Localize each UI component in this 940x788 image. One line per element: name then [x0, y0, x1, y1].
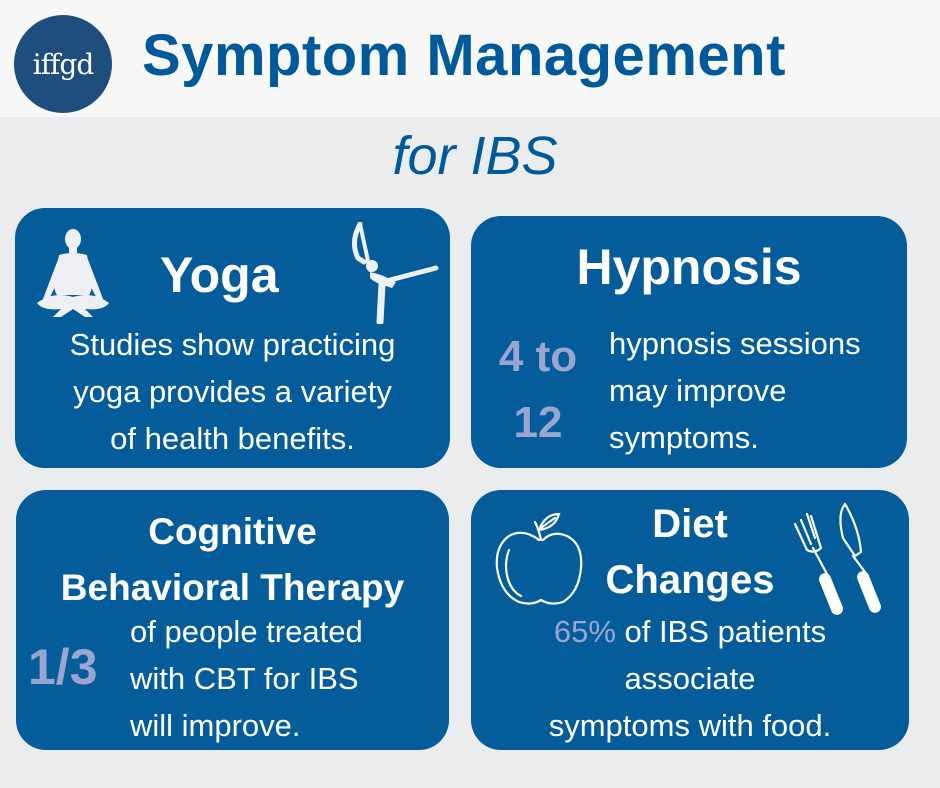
diet-line-1: 65% of IBS patients — [471, 608, 909, 655]
meditation-pose-icon — [37, 229, 109, 317]
cbt-title: Cognitive Behavioral Therapy — [16, 504, 449, 616]
diet-line-2: associate — [624, 661, 756, 696]
hypnosis-stat-line-1: 4 to — [498, 332, 578, 381]
hypnosis-stat-line-2: 12 — [513, 398, 563, 447]
cbt-line-2: with CBT for IBS — [130, 661, 359, 696]
page-subtitle: for IBS — [392, 126, 558, 186]
apple-icon — [495, 512, 583, 605]
cbt-line-3: will improve. — [130, 708, 301, 743]
yoga-line-1: Studies show practicing — [69, 327, 396, 362]
cbt-stat: 1/3 — [28, 639, 98, 695]
diet-title-line-1: Diet — [652, 502, 728, 546]
yoga-title: Yoga — [160, 247, 279, 303]
hypnosis-description: hypnosis sessions may improve symptoms. — [609, 320, 861, 461]
hypnosis-line-3: symptoms. — [609, 420, 759, 455]
header: iffgd Symptom Management — [0, 0, 940, 117]
page-title: Symptom Management — [142, 23, 786, 88]
diet-card: Diet Changes 65% of IBS patients associa… — [471, 490, 909, 750]
fork-knife-icon — [793, 502, 881, 615]
diet-title-line-2: Changes — [605, 558, 775, 602]
cbt-title-line-1: Cognitive — [148, 511, 317, 552]
cbt-title-line-2: Behavioral Therapy — [60, 567, 405, 608]
diet-description: 65% of IBS patients associate symptoms w… — [471, 608, 909, 749]
yoga-card: Yoga Studies show practicing yoga provid… — [15, 208, 450, 468]
diet-line-1-text: of IBS patients — [615, 614, 827, 649]
yoga-description: Studies show practicing yoga provides a … — [15, 321, 450, 462]
cbt-card: Cognitive Behavioral Therapy 1/3 of peop… — [16, 490, 449, 750]
iffgd-logo: iffgd — [14, 15, 112, 113]
diet-line-3: symptoms with food. — [548, 708, 832, 743]
diet-title: Diet Changes — [471, 496, 909, 608]
cbt-description: of people treated with CBT for IBS will … — [130, 608, 363, 749]
yoga-line-2: yoga provides a variety — [73, 374, 392, 409]
hypnosis-card: Hypnosis 4 to 12 hypnosis sessions may i… — [471, 216, 907, 468]
diet-stat: 65% — [553, 614, 616, 649]
logo-text: iffgd — [32, 47, 95, 81]
dancer-pose-icon — [352, 222, 439, 324]
hypnosis-line-2: may improve — [609, 373, 787, 408]
hypnosis-line-1: hypnosis sessions — [609, 326, 861, 361]
hypnosis-title: Hypnosis — [576, 239, 802, 295]
yoga-line-3: of health benefits. — [110, 421, 355, 456]
hypnosis-stat: 4 to 12 — [483, 324, 593, 456]
cbt-line-1: of people treated — [130, 614, 363, 649]
